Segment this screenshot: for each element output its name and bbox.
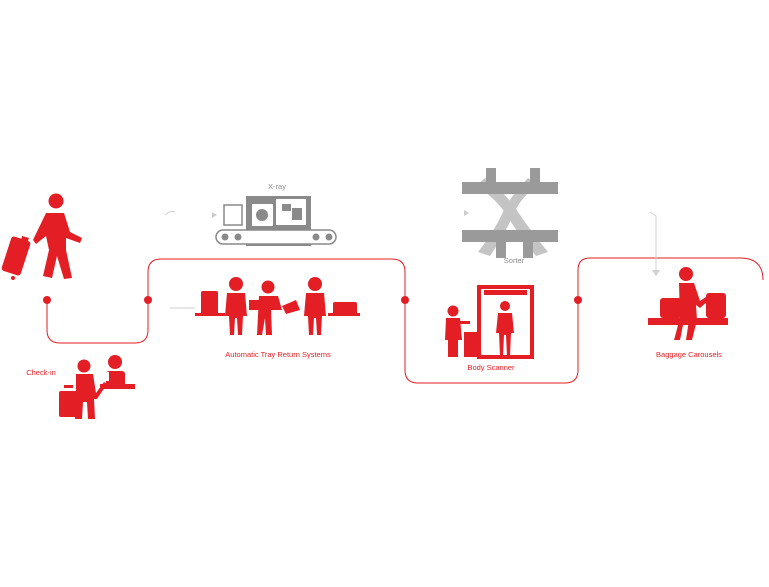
baggage-carousel-icon [648, 267, 728, 340]
body-scanner-icon [445, 285, 534, 359]
flow-path [46, 257, 764, 384]
body-scanner-label: Body Scanner [467, 363, 515, 372]
xray-branch-line [164, 210, 176, 216]
node-dot-2 [144, 296, 152, 304]
carousel-arrow-icon [652, 270, 660, 276]
tray-return-icon [195, 277, 360, 335]
traveller-icon [1, 193, 82, 280]
baggage-carousels-label: Baggage Carousels [656, 350, 722, 359]
sorter-icon [462, 168, 558, 258]
check-in-desk-icon [59, 355, 135, 419]
node-dot-4 [574, 296, 582, 304]
xray-label: X-ray [268, 182, 286, 191]
xray-machine-icon [212, 196, 337, 246]
check-in-label: Check-in [26, 368, 56, 377]
node-dot-3 [401, 296, 409, 304]
carousel-branch-line [649, 211, 657, 272]
sorter-label: Sorter [503, 256, 525, 265]
node-dot-1 [43, 296, 51, 304]
tray-return-label: Automatic Tray Return Systems [225, 350, 331, 359]
